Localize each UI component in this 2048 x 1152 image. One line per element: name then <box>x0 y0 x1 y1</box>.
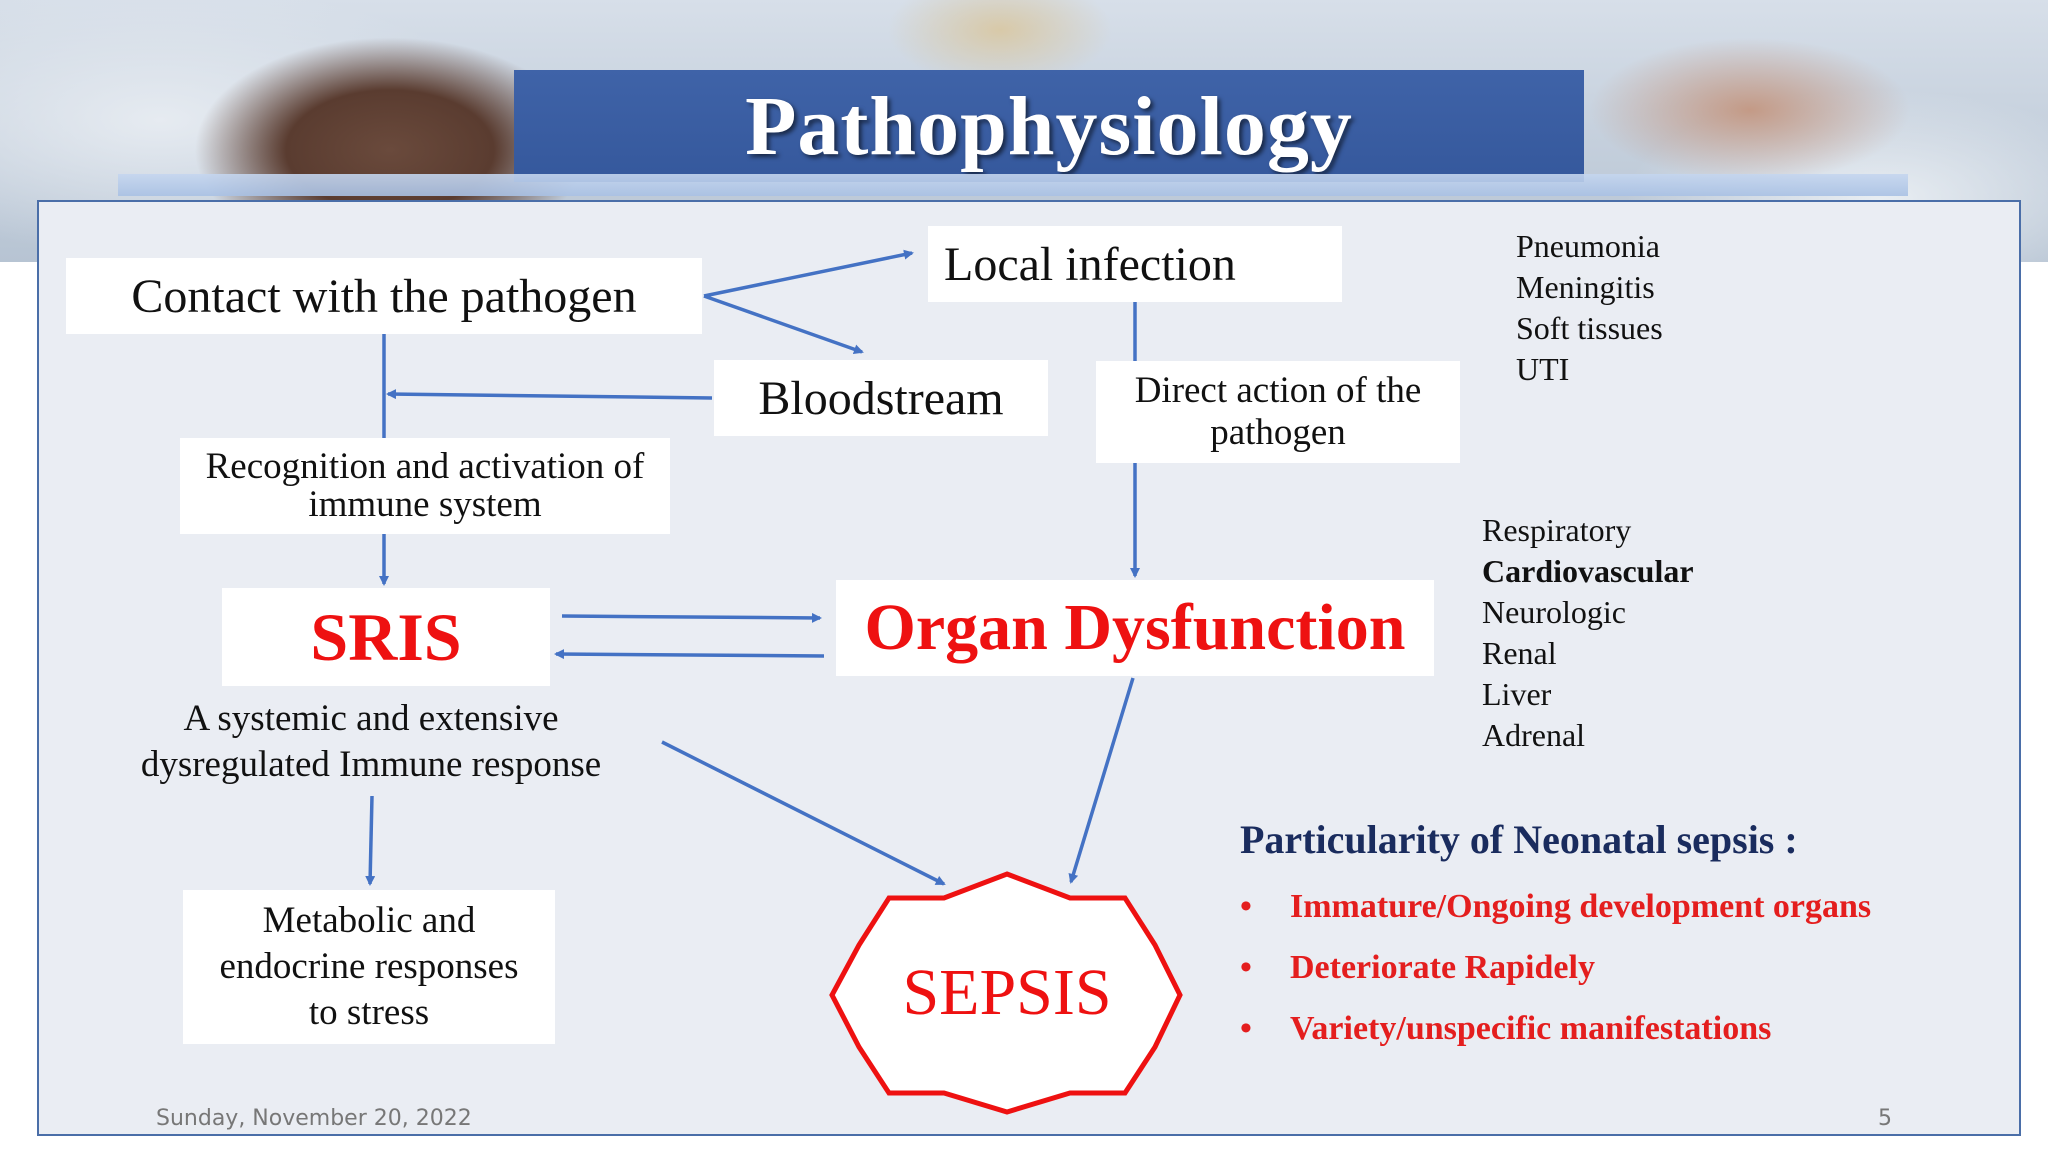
list-item: • Deteriorate Rapidely <box>1240 949 1871 1010</box>
contact-pathogen-label: Contact with the pathogen <box>131 269 637 323</box>
list-item: Adrenal <box>1482 717 1586 753</box>
contact-pathogen-box: Contact with the pathogen <box>66 258 702 334</box>
bullet-icon: • <box>1240 949 1252 986</box>
organ-dysfunction-label: Organ Dysfunction <box>864 591 1406 664</box>
direct-action-box: Direct action of the pathogen <box>1096 361 1460 463</box>
list-item: Meningitis <box>1516 269 1655 305</box>
organ-list: Respiratory Cardiovascular Neurologic Re… <box>1482 510 1694 756</box>
direct-action-label: Direct action of the pathogen <box>1134 370 1422 453</box>
list-item: UTI <box>1516 351 1570 387</box>
page-number: 5 <box>1878 1106 1892 1131</box>
particularity-item: Deteriorate Rapidely <box>1290 949 1595 986</box>
slide-title: Pathophysiology <box>745 79 1353 173</box>
list-item: Cardiovascular <box>1482 553 1694 589</box>
sris-label: SRIS <box>310 598 462 675</box>
local-infection-box: Local infection <box>928 226 1342 302</box>
particularity-item: Immature/Ongoing development organs <box>1290 888 1872 925</box>
particularity-item: Variety/unspecific manifestations <box>1290 1010 1772 1047</box>
list-item: Renal <box>1482 635 1557 671</box>
bloodstream-label: Bloodstream <box>758 371 1004 425</box>
local-infection-label: Local infection <box>944 237 1236 291</box>
bullet-icon: • <box>1240 1010 1252 1047</box>
metabolic-box: Metabolic and endocrine responses to str… <box>183 890 555 1044</box>
footer-date: Sunday, November 20, 2022 <box>156 1106 472 1131</box>
list-item: • Variety/unspecific manifestations <box>1240 1010 1871 1071</box>
recognition-box: Recognition and activation of immune sys… <box>180 438 670 534</box>
metabolic-label: Metabolic and endocrine responses to str… <box>219 900 519 1033</box>
local-infection-list: Pneumonia Meningitis Soft tissues UTI <box>1516 226 1663 390</box>
list-item: • Immature/Ongoing development organs <box>1240 888 1871 949</box>
list-item: Soft tissues <box>1516 310 1663 346</box>
bullet-icon: • <box>1240 888 1252 925</box>
title-underline <box>118 174 1908 196</box>
sris-box: SRIS <box>222 588 550 686</box>
sepsis-label: SEPSIS <box>902 956 1112 1029</box>
particularity-list: • Immature/Ongoing development organs • … <box>1240 888 1871 1071</box>
bloodstream-box: Bloodstream <box>714 360 1048 436</box>
list-item: Liver <box>1482 676 1552 712</box>
list-item: Respiratory <box>1482 512 1632 548</box>
sris-description-text: A systemic and extensive dysregulated Im… <box>140 698 602 785</box>
title-bar: Pathophysiology <box>514 70 1584 182</box>
sris-description: A systemic and extensive dysregulated Im… <box>118 696 624 788</box>
organ-dysfunction-box: Organ Dysfunction <box>836 580 1434 676</box>
list-item: Neurologic <box>1482 594 1626 630</box>
list-item: Pneumonia <box>1516 228 1660 264</box>
particularity-heading: Particularity of Neonatal sepsis : <box>1240 817 1798 862</box>
sepsis-label-wrap: SEPSIS <box>852 955 1162 1031</box>
recognition-label: Recognition and activation of immune sys… <box>205 446 645 525</box>
